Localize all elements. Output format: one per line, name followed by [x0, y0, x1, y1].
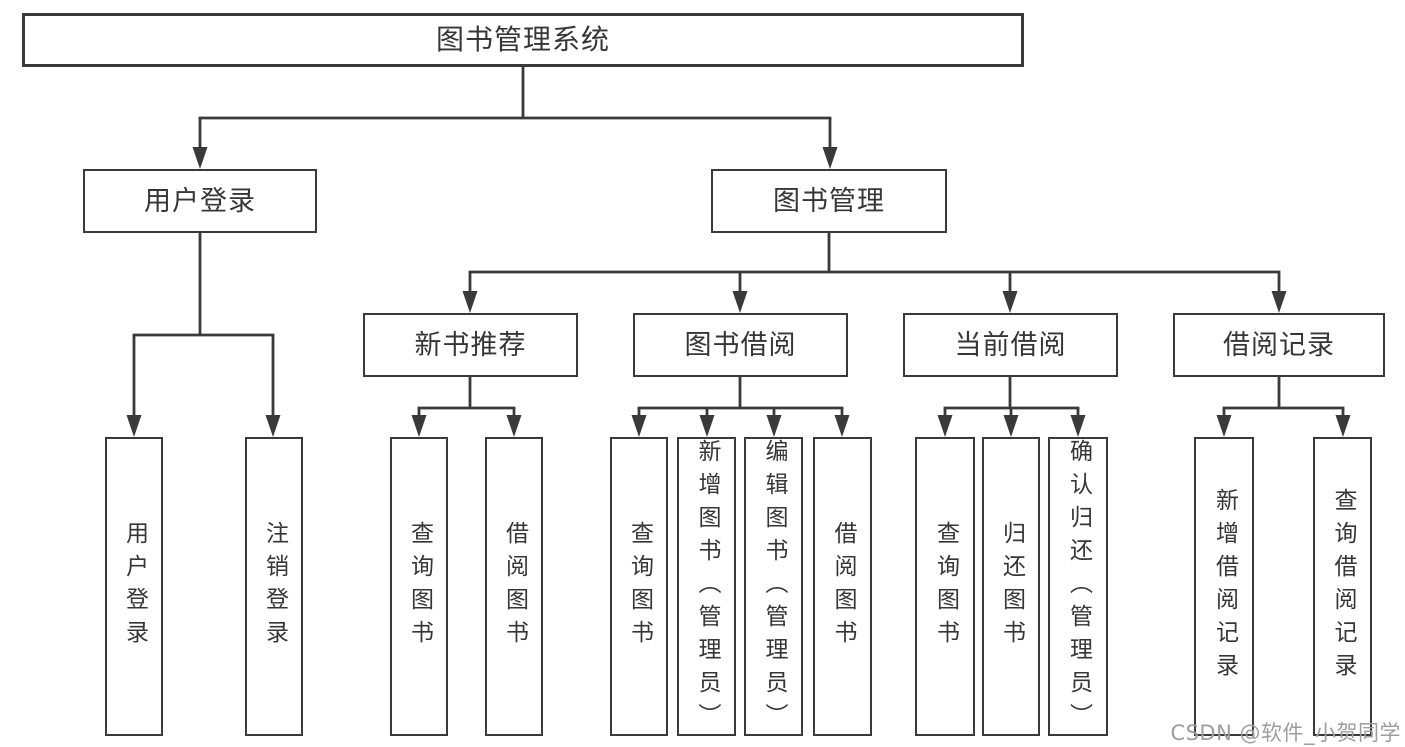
arrowhead — [411, 415, 427, 437]
leaf-current-return-books: 归还图书 — [982, 437, 1040, 736]
node-library-management-system: 图书管理系统 — [22, 13, 1024, 67]
arrowhead — [265, 415, 281, 437]
connector-records-to-leaves — [1216, 377, 1351, 437]
connector-recommend-to-leaves — [411, 377, 522, 437]
connector-book-management-to-level2 — [462, 233, 1287, 313]
arrowhead — [1002, 291, 1018, 313]
connector-user-login-to-leaves — [126, 233, 281, 437]
arrowhead — [506, 415, 522, 437]
node-label: 图书管理系统 — [435, 23, 610, 56]
arrowhead — [631, 415, 647, 437]
arrowhead — [937, 415, 953, 437]
connector-borrow-to-leaves — [631, 377, 850, 437]
arrowhead — [822, 147, 838, 169]
node-label: 用户登录 — [144, 185, 256, 217]
leaf-records-add-record: 新增借阅记录 — [1194, 437, 1254, 736]
node-label: 查询图书 — [626, 520, 653, 653]
node-label: 查询借阅记录 — [1330, 487, 1356, 686]
leaf-borrow-borrow-books: 借阅图书 — [813, 437, 872, 736]
arrowhead — [1216, 415, 1232, 437]
node-label: 确认归还（管理员） — [1065, 439, 1092, 736]
arrowhead — [126, 415, 142, 437]
arrowhead — [1070, 415, 1086, 437]
node-new-book-recommend: 新书推荐 — [363, 313, 578, 377]
leaf-current-query-books: 查询图书 — [915, 437, 975, 736]
node-current-borrow: 当前借阅 — [903, 313, 1118, 377]
node-book-borrow: 图书借阅 — [633, 313, 848, 377]
arrowhead — [766, 415, 782, 437]
node-label: 新书推荐 — [414, 329, 527, 361]
node-user-login: 用户登录 — [83, 169, 317, 233]
leaf-logout: 注销登录 — [245, 437, 303, 736]
leaf-recommend-borrow-books: 借阅图书 — [485, 437, 543, 736]
arrowhead — [1003, 415, 1019, 437]
leaf-user-login: 用户登录 — [105, 437, 163, 736]
node-label: 当前借阅 — [954, 329, 1067, 361]
arrowhead — [732, 291, 748, 313]
arrowhead — [192, 147, 208, 169]
arrowhead — [1271, 291, 1287, 313]
node-label: 图书借阅 — [684, 329, 797, 361]
csdn-watermark: CSDN @软件_小贺同学 — [1170, 721, 1401, 745]
node-label: 编辑图书（管理员） — [761, 439, 787, 736]
arrowhead — [462, 291, 478, 313]
node-label: 借阅图书 — [830, 520, 856, 653]
leaf-current-confirm-return-admin: 确认归还（管理员） — [1048, 437, 1108, 736]
node-label: 新增图书（管理员） — [694, 439, 720, 736]
node-label: 查询图书 — [932, 520, 959, 653]
leaf-borrow-query-books: 查询图书 — [610, 437, 668, 736]
node-label: 注销登录 — [261, 520, 288, 653]
arrowhead — [699, 415, 715, 437]
connector-current-to-leaves — [937, 377, 1086, 437]
arrowhead — [834, 415, 850, 437]
node-label: 借阅图书 — [501, 520, 528, 653]
arrowhead — [1335, 415, 1351, 437]
node-book-management: 图书管理 — [711, 169, 947, 233]
leaf-recommend-query-books: 查询图书 — [390, 437, 448, 736]
leaf-borrow-add-books-admin: 新增图书（管理员） — [677, 437, 736, 736]
node-label: 查询图书 — [406, 520, 433, 653]
node-borrow-records: 借阅记录 — [1173, 313, 1385, 377]
node-label: 用户登录 — [121, 520, 148, 653]
leaf-borrow-edit-books-admin: 编辑图书（管理员） — [744, 437, 803, 736]
node-label: 新增借阅记录 — [1211, 487, 1238, 686]
node-label: 借阅记录 — [1223, 329, 1335, 361]
node-label: 归还图书 — [998, 520, 1025, 653]
node-label: 图书管理 — [773, 185, 885, 217]
leaf-records-query-record: 查询借阅记录 — [1313, 437, 1372, 736]
connector-root-to-level1 — [192, 66, 838, 169]
